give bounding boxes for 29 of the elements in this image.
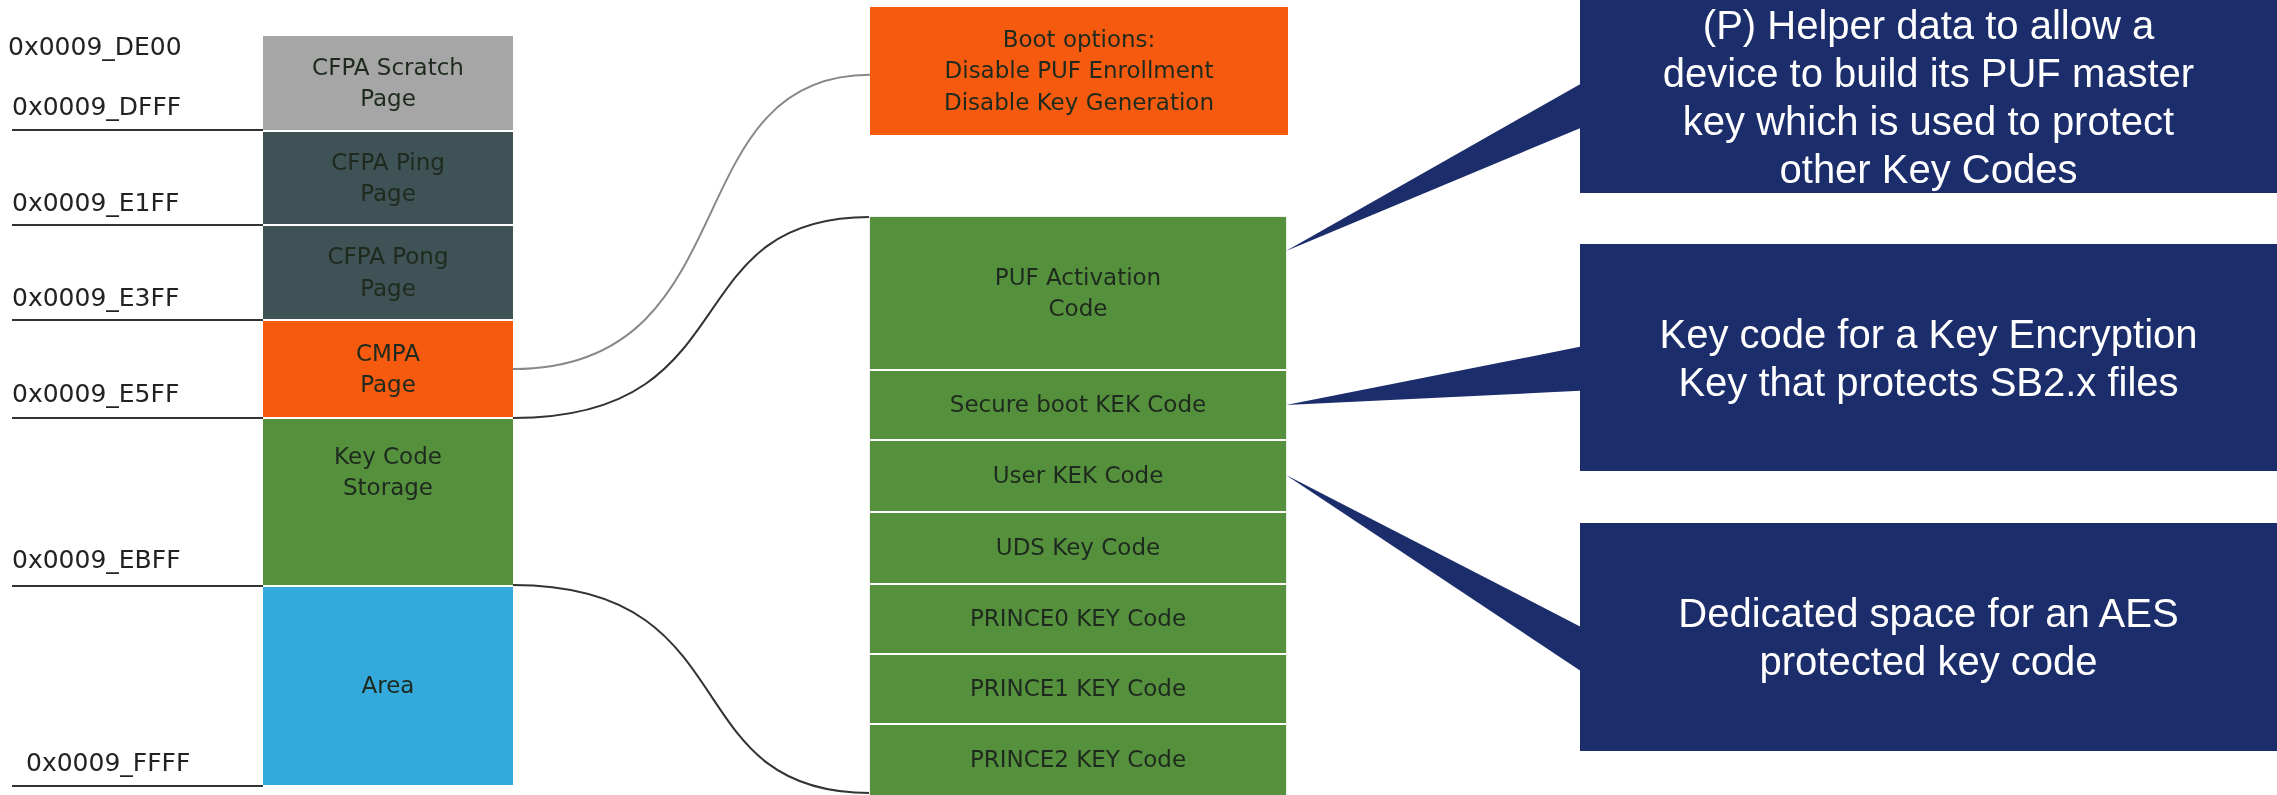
- memory-region: PRINCE2 KEY Code: [870, 725, 1286, 795]
- memory-region: UDS Key Code: [870, 513, 1286, 583]
- callout-box: Key code for a Key Encryption Key that protects SB2.x files: [1580, 244, 2277, 471]
- memory-region: CMPA Page: [263, 321, 513, 417]
- address-label: 0x0009_DE00: [8, 32, 182, 61]
- address-label: 0x0009_E3FF: [12, 283, 180, 312]
- memory-region: Secure boot KEK Code: [870, 371, 1286, 439]
- address-label: 0x0009_E5FF: [12, 379, 180, 408]
- connector-line: [512, 584, 871, 794]
- memory-region: PUF Activation Code: [870, 217, 1286, 369]
- address-label: 0x0009_E1FF: [12, 188, 180, 217]
- memory-region: User KEK Code: [870, 441, 1286, 511]
- key-code-stack: [870, 217, 1286, 795]
- memory-region: PRINCE1 KEY Code: [870, 655, 1286, 723]
- memory-region: PRINCE0 KEY Code: [870, 585, 1286, 653]
- memory-region: CFPA Pong Page: [263, 226, 513, 319]
- connector-line: [512, 216, 871, 419]
- callout-pointer: [1286, 346, 1580, 405]
- callout-pointer: [1286, 475, 1580, 671]
- address-label: 0x0009_DFFF: [12, 92, 182, 121]
- address-label: 0x0009_FFFF: [26, 748, 191, 777]
- memory-region: CFPA Ping Page: [263, 132, 513, 224]
- callout-pointer: [1286, 84, 1580, 251]
- connector-line: [512, 73, 871, 370]
- note-box: Boot options: Disable PUF Enrollment Disable Key Generation: [870, 7, 1288, 135]
- memory-region: Area: [263, 587, 513, 785]
- memory-region: CFPA Scratch Page: [263, 36, 513, 130]
- memory-region: Key Code Storage: [263, 419, 513, 585]
- address-label: 0x0009_EBFF: [12, 545, 181, 574]
